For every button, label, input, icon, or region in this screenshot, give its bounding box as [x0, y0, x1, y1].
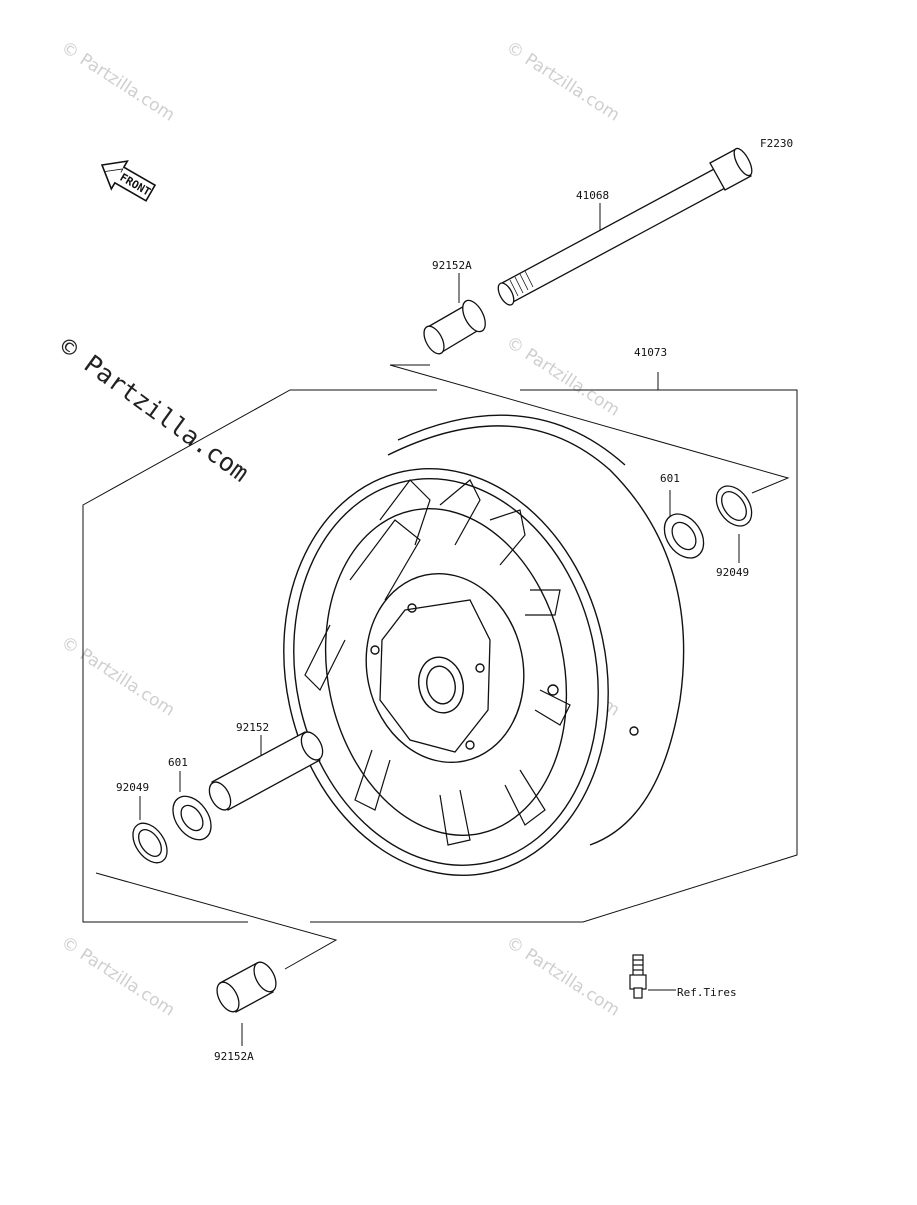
axle — [497, 147, 753, 306]
watermark: © Partzilla.com — [57, 37, 178, 125]
label-collar-bottom: 92152A — [214, 1050, 254, 1063]
label-hub-spacer: 92152 — [236, 721, 269, 734]
label-valve: Ref.Tires — [677, 986, 737, 999]
collar-bottom — [216, 961, 277, 1013]
collar-top — [423, 299, 486, 355]
watermark: © Partzilla.com — [502, 37, 623, 125]
watermark: © Partzilla.com — [502, 332, 623, 420]
watermark: © Partzilla.com — [57, 932, 178, 1020]
spokes — [304, 479, 571, 846]
diagram-code: F2230 — [760, 137, 793, 150]
label-wheel: 41073 — [634, 346, 667, 359]
assembly-outline — [82, 372, 798, 923]
watermark: © Partzilla.com — [57, 632, 178, 720]
label-seal-right: 92049 — [716, 566, 749, 579]
label-seal-left: 92049 — [116, 781, 149, 794]
hub-spacer — [208, 731, 324, 811]
bearing-right — [663, 513, 705, 559]
watermark: © Partzilla.com — [502, 932, 623, 1020]
label-axle: 41068 — [576, 189, 609, 202]
watermark-large: © Partzilla.com — [54, 331, 254, 487]
seal-left — [132, 822, 168, 864]
valve-icon — [629, 954, 647, 999]
bearing-left — [172, 795, 212, 841]
front-arrow-icon: FRONT — [100, 160, 157, 202]
part-labels: 41068 92152A 41073 601 92049 92152 601 9… — [116, 189, 749, 1063]
label-bearing-left: 601 — [168, 756, 188, 769]
seal-right — [715, 485, 753, 527]
wheel — [283, 414, 685, 876]
label-collar-top: 92152A — [432, 259, 472, 272]
label-bearing-right: 601 — [660, 472, 680, 485]
